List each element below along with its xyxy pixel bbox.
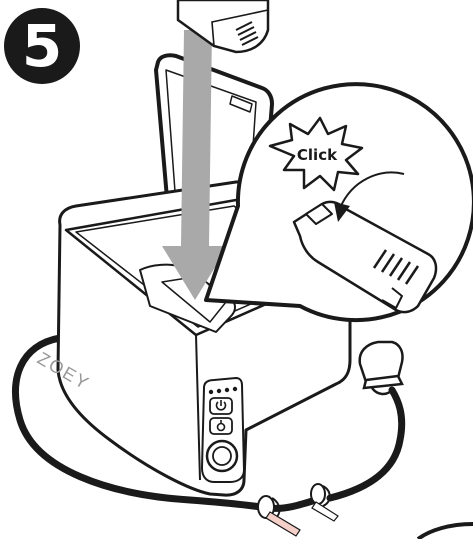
step-badge: 5 <box>4 8 80 84</box>
step-number: 5 <box>22 12 62 80</box>
control-panel <box>202 378 244 482</box>
cord-plug <box>360 342 403 394</box>
power-button[interactable] <box>210 398 232 414</box>
indicator-light <box>233 387 237 391</box>
indicator-light <box>225 388 229 392</box>
indicator-light <box>217 389 221 393</box>
control-dial[interactable] <box>207 441 237 471</box>
click-label: Click <box>297 146 338 164</box>
next-panel-edge <box>418 524 473 539</box>
steam-button[interactable] <box>210 418 232 434</box>
indicator-light <box>209 390 213 394</box>
